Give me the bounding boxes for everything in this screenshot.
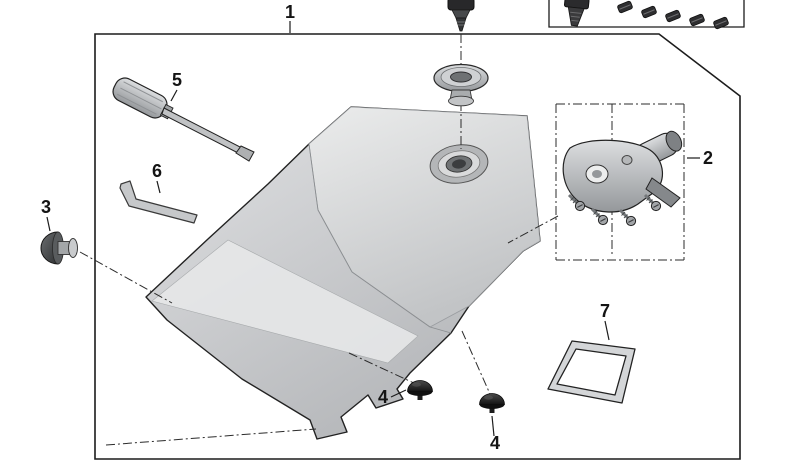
centerline-buffer-a	[348, 352, 417, 385]
leader-5	[170, 89, 178, 102]
rubber-buffer	[479, 393, 505, 414]
cowl-ridge-line	[308, 143, 431, 328]
clip-fastener-icon	[664, 9, 682, 23]
leader-7	[604, 320, 610, 341]
clip-fastener-icon	[640, 5, 658, 19]
lock-lever	[645, 177, 681, 208]
leader-4b	[491, 415, 495, 437]
callout-4-bottom: 4	[490, 433, 500, 453]
callout-4-left: 4	[378, 387, 388, 407]
filler-recess	[429, 144, 489, 184]
seal-gasket	[547, 340, 636, 404]
screwdriver-shaft	[161, 107, 245, 156]
callout-3: 3	[41, 197, 51, 217]
screwdriver	[112, 77, 255, 162]
lock-pin-bolt	[447, 0, 475, 32]
callout-6: 6	[152, 161, 162, 181]
centerline-bottom	[105, 428, 317, 446]
blind-plug	[40, 231, 78, 265]
leader-6	[156, 180, 161, 194]
leader-4a	[390, 389, 407, 398]
callout-1: 1	[285, 2, 295, 22]
centerline-plug	[79, 251, 173, 304]
inset-screw-icon	[563, 0, 590, 27]
callout-5: 5	[172, 70, 182, 90]
fastener-inset-box	[548, 0, 745, 30]
hex-key	[119, 180, 198, 224]
centerline-buffer-b	[461, 330, 491, 395]
leader-3	[46, 216, 51, 232]
lock-kit	[562, 130, 683, 228]
cowl-edge-line	[429, 326, 452, 334]
seat-pad-band	[151, 239, 419, 364]
lock-kit-boundary	[555, 103, 685, 261]
bracket-hole-center	[592, 170, 602, 178]
callout-7: 7	[600, 301, 610, 321]
diagram-frame	[94, 33, 741, 460]
clip-fastener-icon	[616, 0, 634, 14]
clip-fastener-icon	[688, 13, 706, 27]
callout-2: 2	[703, 148, 713, 168]
centerline-lock-diagonal	[507, 215, 559, 244]
seat-cowl	[145, 106, 541, 440]
lock-bracket	[562, 139, 663, 213]
washer-grommet	[433, 63, 489, 107]
rubber-buffer	[407, 380, 433, 401]
bracket-screw	[618, 208, 638, 228]
bracket-small-hole	[621, 155, 633, 165]
screwdriver-tip	[235, 145, 255, 162]
